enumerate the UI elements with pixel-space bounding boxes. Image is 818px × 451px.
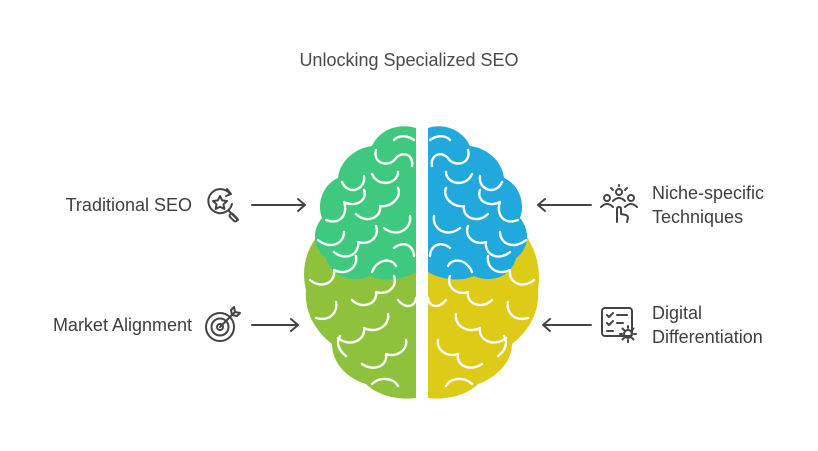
label-line: Digital — [652, 303, 703, 323]
arrow-right-icon — [251, 318, 299, 332]
arrow-left-icon — [542, 318, 592, 332]
label-digital-differentiation: Digital Differentiation — [652, 301, 812, 349]
diagram-title: Unlocking Specialized SEO — [299, 50, 519, 70]
folds-bottom-right — [426, 230, 536, 388]
label-line: Niche-specific — [652, 183, 765, 203]
checklist-gear-icon — [601, 307, 637, 343]
label-line: Techniques — [652, 207, 744, 227]
folds-top-left — [324, 135, 416, 274]
folds-top-right — [428, 135, 520, 274]
folds-bottom-left — [308, 230, 418, 388]
arrow-right-icon — [251, 198, 306, 212]
people-pointing-icon — [600, 184, 638, 223]
lobe-top-left — [314, 126, 416, 280]
label-line: Differentiation — [652, 327, 763, 347]
arrow-left-icon — [537, 198, 592, 212]
target-arrow-icon — [205, 306, 241, 342]
brain-graphic — [304, 126, 540, 399]
label-traditional-seo: Traditional SEO — [65, 195, 192, 215]
label-market-alignment: Market Alignment — [52, 315, 192, 335]
star-magnifier-icon — [207, 188, 239, 223]
lobe-top-right — [428, 126, 528, 280]
label-niche-specific-techniques: Niche-specific Techniques — [652, 181, 812, 229]
